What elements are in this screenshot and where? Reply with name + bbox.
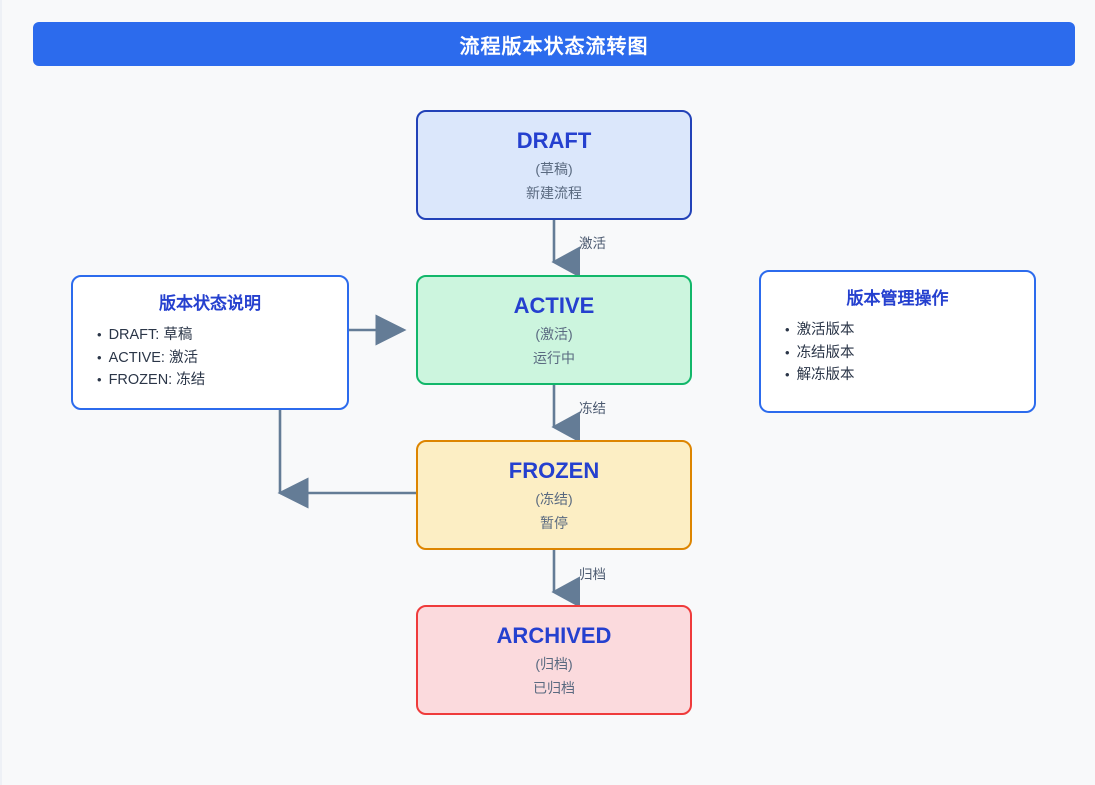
operation-item[interactable]: 冻结版本: [785, 342, 1018, 365]
state-node-draft-title: DRAFT: [516, 127, 592, 153]
legend-item: FROZEN: 冻结: [97, 369, 331, 392]
state-node-archived-title: ARCHIVED: [496, 622, 612, 648]
edge-label-activate: 激活: [579, 236, 606, 251]
legend-panel-list: DRAFT: 草稿 ACTIVE: 激活 FROZEN: 冻结: [89, 324, 331, 392]
state-node-active-subtitle: (激活): [535, 325, 573, 342]
operation-item[interactable]: 解冻版本: [785, 364, 1018, 387]
operation-item[interactable]: 激活版本: [785, 319, 1018, 342]
legend-panel-title: 版本状态说明: [159, 294, 261, 313]
operations-panel: 版本管理操作 激活版本 冻结版本 解冻版本: [759, 270, 1036, 413]
state-node-archived-subtitle: (归档): [535, 655, 573, 672]
legend-item: DRAFT: 草稿: [97, 324, 331, 347]
edge-label-archive: 归档: [579, 567, 606, 582]
state-node-frozen[interactable]: FROZEN (冻结) 暂停: [416, 440, 692, 550]
state-node-active-title: ACTIVE: [513, 292, 595, 318]
legend-panel: 版本状态说明 DRAFT: 草稿 ACTIVE: 激活 FROZEN: 冻结: [71, 275, 349, 410]
operations-panel-list: 激活版本 冻结版本 解冻版本: [777, 319, 1018, 387]
page-title: 流程版本状态流转图: [459, 35, 649, 58]
state-node-frozen-subtitle: (冻结): [535, 490, 573, 507]
legend-item: ACTIVE: 激活: [97, 347, 331, 370]
operations-panel-title: 版本管理操作: [846, 289, 949, 308]
state-node-active-description: 运行中: [533, 350, 575, 367]
state-node-active[interactable]: ACTIVE (激活) 运行中: [416, 275, 692, 385]
state-node-draft-description: 新建流程: [526, 185, 582, 202]
edge-frozen-to-legend: [277, 410, 416, 509]
state-node-draft[interactable]: DRAFT (草稿) 新建流程: [416, 110, 692, 220]
page-header: 流程版本状态流转图: [33, 22, 1075, 66]
state-node-frozen-description: 暂停: [540, 515, 568, 532]
state-node-frozen-title: FROZEN: [508, 457, 600, 483]
state-node-draft-subtitle: (草稿): [535, 160, 573, 177]
state-node-archived[interactable]: ARCHIVED (归档) 已归档: [416, 605, 692, 715]
edge-label-freeze: 冻结: [579, 401, 606, 416]
state-node-archived-description: 已归档: [533, 680, 575, 697]
